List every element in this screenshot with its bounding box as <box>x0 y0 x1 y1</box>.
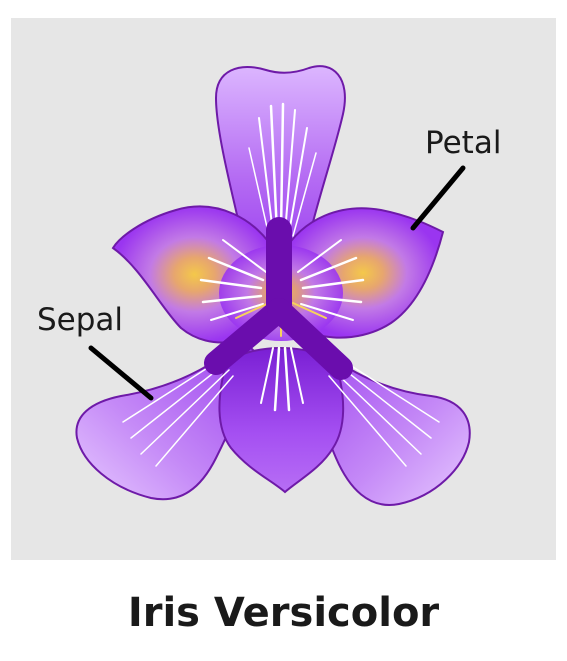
nectar-guides <box>122 102 440 467</box>
iris-diagram: Petal Sepal <box>37 65 501 506</box>
diagram-caption: Iris Versicolor <box>127 590 440 636</box>
petal-leader-line <box>410 165 466 231</box>
diagram-panel: Petal Sepal <box>11 18 556 560</box>
petal-label: Petal <box>425 125 501 161</box>
sepal-label: Sepal <box>37 302 123 338</box>
petal-bottom <box>218 347 345 494</box>
petal-top <box>214 65 346 269</box>
style-branches <box>204 217 353 380</box>
sepal-leader-line <box>88 345 154 401</box>
